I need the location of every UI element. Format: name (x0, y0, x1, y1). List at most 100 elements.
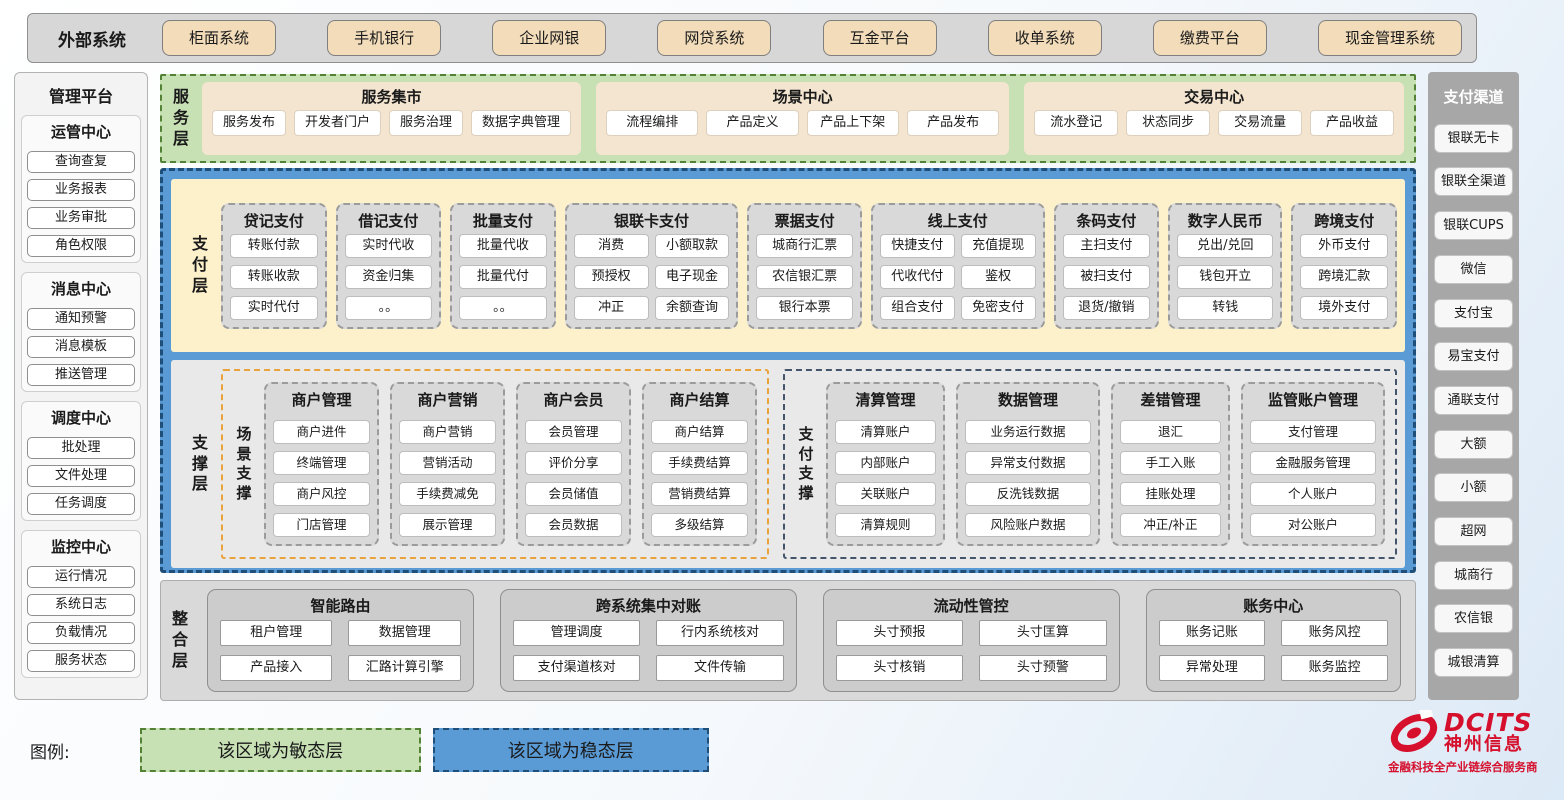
payment-group: 跨境支付 外币支付跨境汇款境外支付 (1291, 202, 1397, 329)
legend-stable-box: 该区域为稳态层 (432, 728, 709, 772)
payment-group: 贷记支付 转账付款转账收款实时代付 (221, 202, 327, 329)
payment-item: 鉴权 (960, 264, 1036, 289)
support-item: 反洗钱数据 (964, 482, 1091, 506)
dcits-logo: DCITS 神州信息 金融科技全产业链综合服务商 (1388, 710, 1556, 775)
management-platform-title: 管理平台 (48, 87, 113, 106)
service-layer: 服务层 服务集市 服务发布开发者门户服务治理数据字典管理 场景中心 流程编排产品… (160, 74, 1416, 163)
integration-item: 头寸匡算 (979, 620, 1107, 646)
payment-group: 线上支付 快捷支付充值提现代收代付鉴权组合支付免密支付 (870, 202, 1045, 329)
management-item: 通知预警 (27, 308, 135, 330)
support-item: 清算账户 (835, 420, 936, 444)
group-title: 调度中心 (50, 409, 111, 427)
group-title: 票据支付 (774, 211, 835, 230)
payment-item: 实时代付 (230, 295, 318, 320)
group-items: 批量代收批量代付。。 (459, 233, 547, 320)
payment-item: 小额取款 (654, 233, 730, 258)
group-title: 条码支付 (1076, 211, 1137, 230)
payment-item: 批量代付 (459, 264, 547, 289)
group-title: 线上支付 (927, 211, 988, 230)
support-item: 会员管理 (525, 420, 622, 444)
section-title: 智能路由 (310, 597, 371, 615)
group-title: 消息中心 (50, 280, 111, 298)
group-items: 查询查复业务报表业务审批角色权限 (26, 151, 136, 257)
support-group: 差错管理 退汇手工入账挂账处理冲正/补正 (1111, 382, 1230, 546)
external-system-box: 企业网银 (492, 20, 607, 56)
group-items: 运行情况系统日志负载情况服务状态 (26, 566, 136, 672)
external-system-box: 现金管理系统 (1317, 20, 1462, 56)
payment-item: 。。 (344, 295, 433, 320)
section-items: 流水登记状态同步交易流量产品收益 (1034, 110, 1395, 136)
integration-layer: 整合层 智能路由 租户管理数据管理产品接入汇路计算引擎 跨系统集中对账 管理调度… (160, 580, 1416, 701)
management-item: 负载情况 (27, 622, 135, 644)
service-item: 服务治理 (389, 110, 464, 136)
group-items: 快捷支付充值提现代收代付鉴权组合支付免密支付 (879, 233, 1036, 320)
integration-item: 文件传输 (656, 655, 784, 681)
payment-item: 退货/撤销 (1062, 295, 1151, 320)
payment-channel-box: 农信银 (1434, 604, 1513, 634)
group-items: 主扫支付被扫支付退货/撤销 (1062, 233, 1151, 320)
management-item: 服务状态 (27, 650, 135, 672)
support-item: 会员数据 (525, 513, 622, 537)
group-items: 清算账户内部账户关联账户清算规则 (835, 420, 936, 537)
management-item: 业务审批 (27, 207, 135, 229)
group-title: 数字人民币 (1187, 211, 1263, 230)
payment-group: 条码支付 主扫支付被扫支付退货/撤销 (1053, 202, 1160, 329)
group-items: 支付管理金融服务管理个人账户对公账户 (1249, 420, 1376, 537)
scene-support-zone: 场景支撑 商户管理 商户进件终端管理商户风控门店管理 商户营销 商户营销营销活动… (221, 369, 769, 559)
service-section: 场景中心 流程编排产品定义产品上下架产品发布 (596, 82, 1010, 155)
section-items: 账务记账账务风控异常处理账务监控 (1158, 620, 1388, 681)
integration-item: 头寸核销 (835, 655, 964, 681)
group-items: 商户结算手续费结算营销费结算多级结算 (651, 420, 748, 537)
payment-channel-box: 小额 (1434, 473, 1513, 503)
section-title: 服务集市 (361, 88, 422, 106)
integration-item: 产品接入 (220, 655, 333, 681)
service-item: 数据字典管理 (471, 110, 572, 136)
group-title: 商户结算 (669, 391, 730, 409)
service-item: 流程编排 (606, 110, 699, 136)
payment-channel-box: 易宝支付 (1434, 342, 1513, 372)
support-item: 手工入账 (1120, 451, 1221, 475)
payment-item: 外币支付 (1300, 233, 1388, 258)
payment-item: 充值提现 (960, 233, 1036, 258)
service-item: 产品收益 (1310, 110, 1395, 136)
payment-item: 免密支付 (960, 295, 1036, 320)
service-section: 交易中心 流水登记状态同步交易流量产品收益 (1024, 82, 1404, 155)
payment-channel-box: 通联支付 (1434, 385, 1513, 415)
payment-group: 银联卡支付 消费小额取款预授权电子现金冲正余额查询 (564, 202, 739, 329)
support-item: 终端管理 (273, 451, 370, 475)
stable-region: 支付层 贷记支付 转账付款转账收款实时代付 借记支付 实时代收资金归集。。 批量… (160, 168, 1416, 573)
management-item: 运行情况 (27, 566, 135, 588)
integration-section: 流动性管控 头寸预报头寸匡算头寸核销头寸预警 (822, 589, 1120, 692)
payment-channel-box: 支付宝 (1434, 298, 1513, 328)
payment-group: 数字人民币 兑出/兑回钱包开立转钱 (1168, 202, 1283, 329)
group-items: 通知预警消息模板推送管理 (26, 308, 136, 386)
payment-layer-label: 支付层 (191, 234, 208, 295)
payment-item: 冲正 (573, 295, 649, 320)
group-title: 数据管理 (997, 391, 1058, 409)
group-items: 批处理文件处理任务调度 (26, 437, 136, 515)
management-group: 运管中心 查询查复业务报表业务审批角色权限 (21, 115, 141, 263)
management-item: 系统日志 (27, 594, 135, 616)
external-systems-items: 柜面系统手机银行企业网银网贷系统互金平台收单系统缴费平台现金管理系统 (162, 20, 1462, 56)
payment-item: 转钱 (1177, 295, 1274, 320)
support-item: 冲正/补正 (1120, 513, 1221, 537)
payment-channel-box: 银联无卡 (1434, 123, 1513, 153)
group-title: 差错管理 (1140, 391, 1201, 409)
group-title: 监管账户管理 (1267, 391, 1358, 409)
integration-layer-label: 整合层 (171, 609, 188, 670)
service-item: 状态同步 (1126, 110, 1211, 136)
payment-group: 票据支付 城商行汇票农信银汇票银行本票 (747, 202, 862, 329)
group-items: 会员管理评价分享会员储值会员数据 (525, 420, 622, 537)
integration-item: 行内系统核对 (656, 620, 784, 646)
payment-support-label: 支付支撑 (798, 425, 814, 502)
section-items: 流程编排产品定义产品上下架产品发布 (606, 110, 1000, 136)
integration-item: 头寸预报 (835, 620, 964, 646)
external-system-box: 网贷系统 (657, 20, 772, 56)
section-title: 跨系统集中对账 (595, 597, 701, 615)
support-item: 多级结算 (651, 513, 748, 537)
payment-item: 组合支付 (879, 295, 955, 320)
support-item: 关联账户 (835, 482, 936, 506)
support-item: 商户进件 (273, 420, 370, 444)
integration-item: 账务风控 (1281, 620, 1388, 646)
